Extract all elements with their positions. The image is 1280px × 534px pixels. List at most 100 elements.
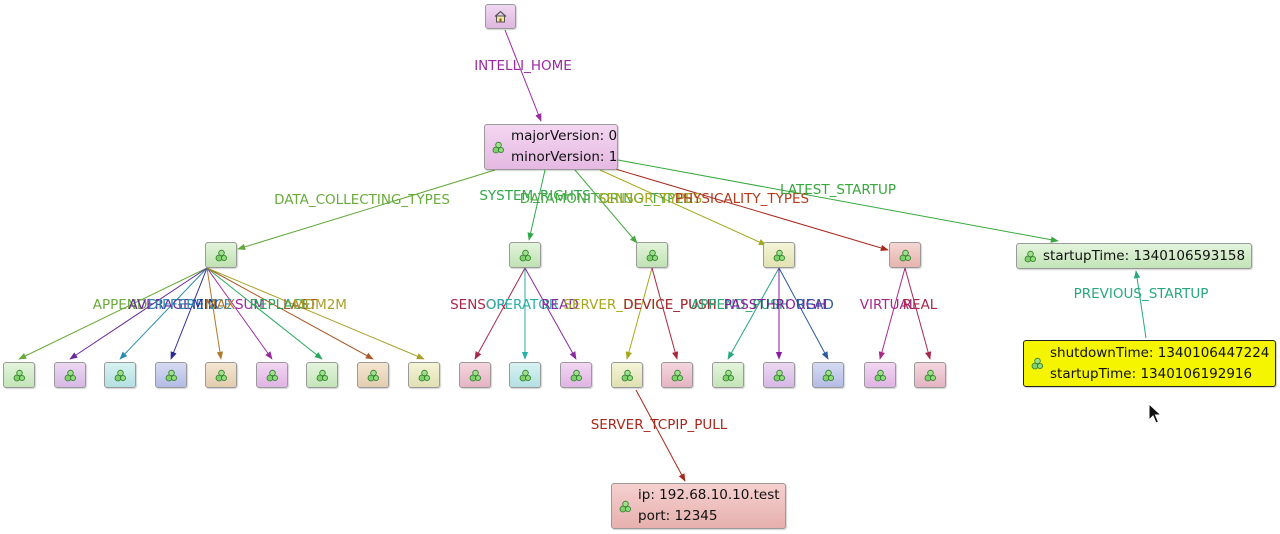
edge-leaf-0-7 (206, 267, 374, 360)
server-node-text: ip: 192.68.10.10.test port: 12345 (638, 485, 780, 527)
edge-label-sensor-types: SENSOR_TYPES (597, 191, 703, 207)
leaf-node-4-1[interactable] (914, 362, 946, 388)
edge-leaf-4-0 (878, 267, 906, 360)
edge-leaf-0-0 (18, 267, 208, 360)
server-tcpip-node[interactable]: ip: 192.68.10.10.test port: 12345 (611, 483, 786, 529)
edge-label-latest-startup: LATEST_STARTUP (779, 182, 897, 198)
object-icon (1030, 357, 1044, 371)
object-icon (518, 248, 532, 262)
edge-label-append-push-3: APPEND_PUSH (690, 297, 790, 313)
root-node[interactable]: majorVersion: 0 minorVersion: 1 (484, 124, 618, 170)
leaf-node-3-1[interactable] (763, 362, 795, 388)
object-icon (721, 368, 735, 382)
object-icon (164, 368, 178, 382)
object-icon (518, 368, 532, 382)
edge-label-last-0: LAST (283, 297, 317, 313)
edge-leaf-3-0 (727, 267, 780, 360)
edge-label-max-0: MAX (204, 297, 236, 313)
edge-leaf-3-2 (778, 267, 829, 360)
edge-label-intelli-home: INTELLI_HOME (474, 58, 572, 74)
edge-previous-startup (1133, 270, 1147, 339)
edge-home-root (504, 29, 542, 122)
edge-label-virtual-4: VIRTUAL (859, 297, 917, 313)
edge-label-min-0: MIN (192, 297, 218, 313)
object-icon (620, 368, 634, 382)
edge-label-read-1: READ (541, 297, 579, 313)
leaf-node-0-7[interactable] (357, 362, 389, 388)
edge-label-passthrough-3: PASSTHROUGH (723, 297, 827, 313)
leaf-node-1-1[interactable] (509, 362, 541, 388)
leaf-node-0-2[interactable] (104, 362, 136, 388)
edge-latest-startup (617, 159, 1059, 243)
leaf-node-1-0[interactable] (459, 362, 491, 388)
object-icon (569, 368, 583, 382)
leaf-node-0-5[interactable] (256, 362, 288, 388)
object-icon (873, 368, 887, 382)
edge-label-mdm2m-0: MDM2M (293, 297, 347, 313)
leaf-node-0-3[interactable] (155, 362, 187, 388)
edge-label-server-device-push-2: SERVER_DEVICE_PUSH (563, 297, 717, 313)
object-icon (265, 368, 279, 382)
leaf-node-0-1[interactable] (54, 362, 86, 388)
data-collecting-types-node[interactable] (205, 242, 237, 268)
edge-leaf-2-0 (625, 267, 653, 360)
object-icon (63, 368, 77, 382)
edge-leaf-0-8 (206, 267, 425, 360)
server-port: port: 12345 (638, 508, 718, 524)
object-icon (923, 368, 937, 382)
leaf-node-3-0[interactable] (712, 362, 744, 388)
leaf-node-0-4[interactable] (205, 362, 237, 388)
leaf-node-2-1[interactable] (661, 362, 693, 388)
object-icon (214, 368, 228, 382)
previous-startup-text: shutdownTime: 1340106447224 startupTime:… (1050, 343, 1269, 385)
root-major-version: majorVersion: 0 (511, 128, 618, 144)
object-icon (491, 140, 505, 154)
home-node[interactable] (485, 4, 516, 29)
object-icon (618, 499, 632, 513)
object-icon (670, 368, 684, 382)
leaf-node-3-2[interactable] (812, 362, 844, 388)
leaf-node-0-8[interactable] (408, 362, 440, 388)
edge-label-append-0: APPEND (92, 297, 148, 313)
edge-physicality (611, 167, 889, 252)
object-icon (417, 368, 431, 382)
object-icon (468, 368, 482, 382)
leaf-node-1-2[interactable] (560, 362, 592, 388)
leaf-node-2-0[interactable] (611, 362, 643, 388)
edge-leaf-0-5 (206, 267, 273, 360)
object-icon (821, 368, 835, 382)
edge-datamonitoring (574, 169, 638, 244)
leaf-node-4-0[interactable] (864, 362, 896, 388)
previous-shutdown-time: shutdownTime: 1340106447224 (1050, 344, 1270, 361)
object-icon (1023, 249, 1037, 263)
edge-leaf-0-6 (206, 267, 323, 360)
leaf-node-0-6[interactable] (306, 362, 338, 388)
edge-leaf-0-1 (69, 267, 208, 360)
edge-label-operator-1: OPERATOR (485, 297, 559, 313)
object-icon (898, 248, 912, 262)
sensor-types-node[interactable] (763, 242, 795, 268)
object-icon (113, 368, 127, 382)
latest-startup-node[interactable]: startupTime: 1340106593158 (1016, 243, 1252, 269)
edge-leaf-4-1 (904, 267, 932, 360)
edge-leaf-1-0 (474, 267, 526, 360)
leaf-node-0-0[interactable] (3, 362, 35, 388)
edge-leaf-2-1 (651, 267, 679, 360)
previous-startup-node[interactable]: shutdownTime: 1340106447224 startupTime:… (1023, 340, 1276, 387)
object-icon (772, 368, 786, 382)
edge-label-sum-0: SUM (234, 297, 266, 313)
object-icon (214, 248, 228, 262)
edge-label-sensor-1: SENSOR (450, 297, 506, 313)
object-icon (12, 368, 26, 382)
edge-label-datamonitoring-types: DATAMONITORING_TYPES (519, 191, 693, 207)
edge-label-read-3: READ (796, 297, 834, 313)
system-rights-node[interactable] (509, 242, 541, 268)
physicality-types-node[interactable] (889, 242, 921, 268)
edge-label-data-collecting-types: DATA_COLLECTING_TYPES (274, 192, 450, 208)
edge-leaf-1-2 (524, 267, 577, 360)
edge-label-average-0: AVERAGE (128, 297, 192, 313)
edge-label-system-rights: SYSTEM_RIGHTS (479, 188, 591, 204)
datamonitoring-types-node[interactable] (636, 242, 668, 268)
